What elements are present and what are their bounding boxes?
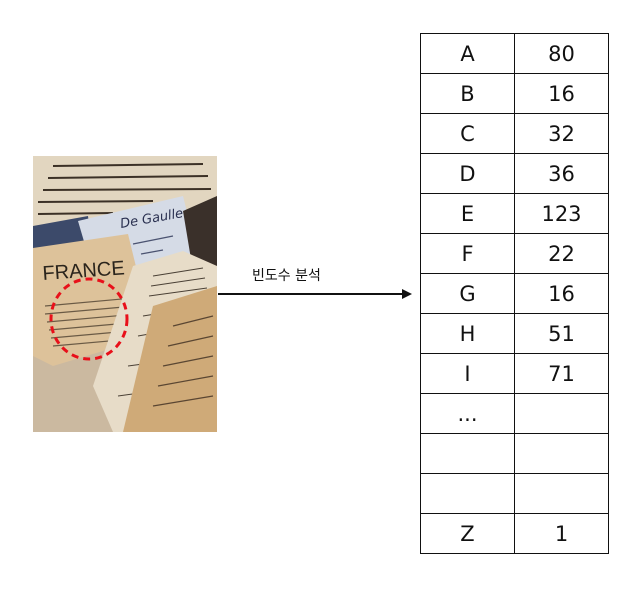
count-cell: 80 xyxy=(514,33,609,74)
letter-cell: D xyxy=(420,153,515,194)
letter-cell: F xyxy=(420,233,515,274)
count-cell: 51 xyxy=(514,313,609,354)
letter-text-lines xyxy=(132,235,174,255)
letter-cell: I xyxy=(420,353,515,394)
typewritten-lines xyxy=(152,315,214,407)
text-lines-top xyxy=(37,163,212,215)
count-cell: 123 xyxy=(514,193,609,234)
count-cell: 32 xyxy=(514,113,609,154)
dark-photo xyxy=(183,196,217,271)
frequency-arrow xyxy=(218,289,412,299)
arrow-head xyxy=(402,289,412,299)
table-row xyxy=(420,473,609,514)
count-cell xyxy=(514,473,609,514)
newspaper-photo: De Gaulle FRANCE xyxy=(33,156,217,432)
letter-cell: B xyxy=(420,73,515,114)
letter-cell: H xyxy=(420,313,515,354)
letter-cell: A xyxy=(420,33,515,74)
count-cell: 1 xyxy=(514,513,609,554)
count-cell: 71 xyxy=(514,353,609,394)
letter-cell: C xyxy=(420,113,515,154)
letter-cell xyxy=(420,473,515,514)
table-row: ... xyxy=(420,393,609,434)
letter-cell: ... xyxy=(420,393,515,434)
count-cell xyxy=(514,393,609,434)
count-cell xyxy=(514,433,609,474)
letter-cell: E xyxy=(420,193,515,234)
letter-cell xyxy=(420,433,515,474)
table-row xyxy=(420,433,609,474)
count-cell: 36 xyxy=(514,153,609,194)
letter-cell: Z xyxy=(420,513,515,554)
letter-cell: G xyxy=(420,273,515,314)
highlight-circle xyxy=(49,277,129,361)
arrow-label: 빈도수 분석 xyxy=(252,268,321,284)
count-cell: 16 xyxy=(514,273,609,314)
typewritten-sheet xyxy=(123,286,217,432)
count-cell: 16 xyxy=(514,73,609,114)
count-cell: 22 xyxy=(514,233,609,274)
